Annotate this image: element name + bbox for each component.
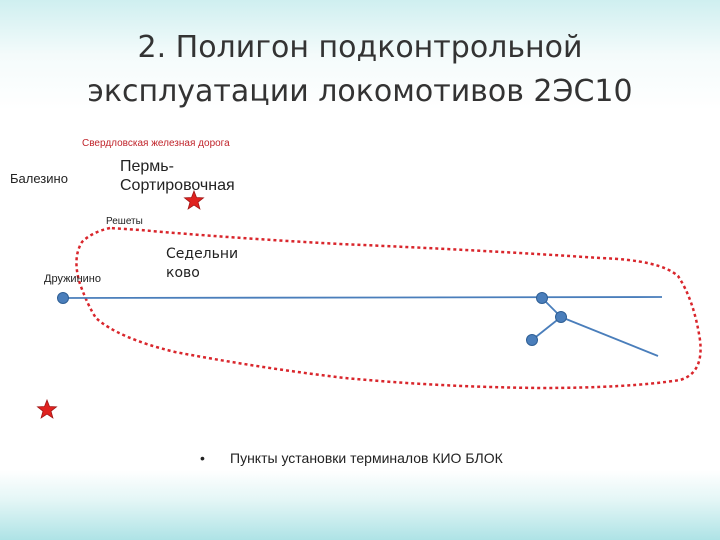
- legend: • Пункты установки терминалов КИО БЛОК: [200, 450, 503, 466]
- branch-line-2: [531, 316, 562, 341]
- perm-line-2: Сортировочная: [120, 177, 235, 194]
- station-label-balezino: Балезино: [10, 171, 68, 186]
- station-label-perm: Пермь- Сортировочная: [120, 157, 235, 195]
- legend-text: Пункты установки терминалов КИО БЛОК: [230, 450, 503, 466]
- druzhinino-node: [57, 292, 69, 304]
- title-line-2: эксплуатации локомотивов 2ЭС10: [87, 74, 633, 109]
- sedelnikovo-line-2: ково: [166, 265, 200, 281]
- station-label-sedelnikovo: Седельни ково: [166, 245, 238, 283]
- red-star-icon: [36, 398, 58, 419]
- perm-line-1: Пермь-: [120, 158, 174, 175]
- station-label-reshety: Решеты: [106, 216, 143, 227]
- sedelnikovo-line-1: Седельни: [166, 246, 239, 262]
- station-label-druzhinino: Дружинино: [44, 273, 101, 285]
- legend-bullet: •: [200, 450, 205, 466]
- railroad-label: Свердловская железная дорога: [82, 138, 230, 149]
- junction-node-1: [536, 292, 548, 304]
- junction-node-3: [526, 334, 538, 346]
- main-rail-line: [61, 296, 663, 299]
- title-line-1: 2. Полигон подконтрольной: [137, 30, 583, 65]
- junction-node-2: [555, 311, 567, 323]
- red-star-icon: [183, 189, 205, 210]
- page-title: 2. Полигон подконтрольной эксплуатации л…: [0, 26, 720, 114]
- branch-line-3: [560, 316, 659, 357]
